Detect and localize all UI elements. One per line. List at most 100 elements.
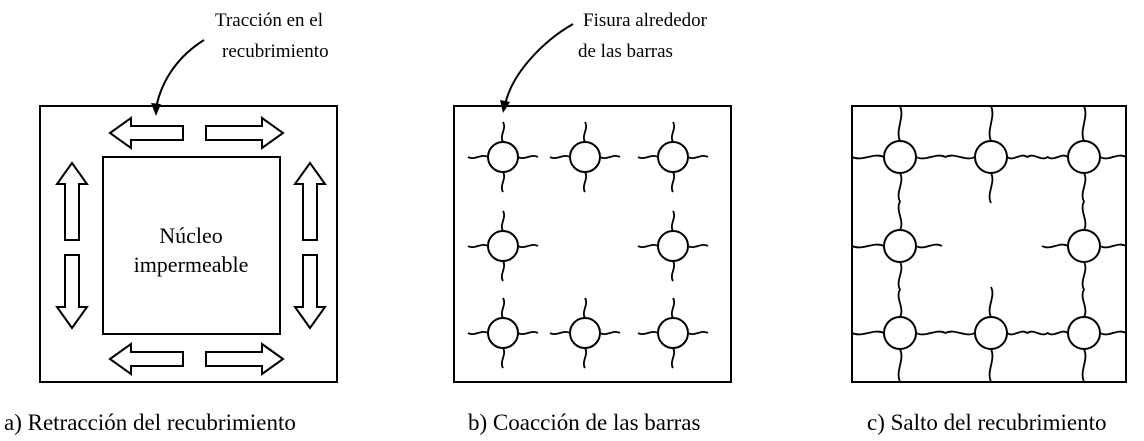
tension-arrow-down — [55, 254, 89, 330]
rebar-circle — [974, 140, 1008, 174]
core-label-line1: Núcleo — [159, 223, 223, 248]
crack-line — [687, 154, 709, 160]
crack-line — [500, 210, 506, 232]
crack-line — [1081, 261, 1087, 318]
crack-line — [670, 260, 676, 282]
rebar-circle — [487, 230, 519, 262]
crack-line — [670, 210, 676, 232]
caption-a: a) Retracción del recubrimiento — [4, 410, 296, 435]
crack-line — [467, 154, 489, 160]
tension-arrow-up — [55, 161, 89, 241]
section-outline-a — [39, 105, 338, 383]
crack-line — [687, 330, 709, 336]
core-label-line2: impermeable — [134, 252, 249, 277]
crack-line — [851, 154, 885, 160]
crack-line — [851, 243, 885, 249]
rebar-circle — [487, 317, 519, 349]
crack-line — [582, 297, 588, 319]
rebar-circle — [883, 316, 917, 350]
crack-line — [1081, 105, 1087, 142]
crack-line — [988, 348, 994, 383]
crack-line — [1081, 172, 1087, 231]
section-outline-c — [851, 105, 1127, 383]
crack-line — [915, 243, 943, 249]
crack-line — [915, 330, 976, 336]
crack-line — [549, 154, 571, 160]
leader-arrowhead-b — [500, 100, 510, 113]
crack-line — [897, 261, 903, 318]
crack-line — [500, 347, 506, 369]
crack-line — [599, 154, 621, 160]
tension-arrow-left — [108, 116, 184, 150]
rebar-group-b — [467, 121, 709, 369]
crack-network-c — [851, 105, 1127, 383]
annotation-leader-b — [504, 23, 574, 106]
crack-line — [851, 330, 885, 336]
tension-arrow-up — [293, 161, 327, 241]
crack-line — [549, 330, 571, 336]
crack-line — [897, 105, 903, 142]
tension-arrow-left — [108, 342, 184, 376]
panel-c: c) Salto del recubrimiento — [851, 105, 1127, 435]
annotation-b-line2: de las barras — [578, 41, 673, 62]
crack-line — [517, 330, 539, 336]
crack-line — [500, 297, 506, 319]
crack-line — [670, 171, 676, 193]
crack-line — [1081, 348, 1087, 383]
crack-line — [637, 330, 659, 336]
rebar-circle — [569, 141, 601, 173]
crack-line — [988, 105, 994, 142]
tension-arrow-right — [205, 116, 285, 150]
crack-line — [915, 154, 976, 160]
crack-line — [500, 171, 506, 193]
crack-line — [1041, 243, 1069, 249]
crack-line — [517, 243, 539, 249]
crack-line — [517, 154, 539, 160]
rebar-circle — [657, 230, 689, 262]
rebar-circle — [883, 229, 917, 263]
annotation-a-line2: recubrimiento — [222, 41, 329, 62]
crack-line — [988, 286, 994, 318]
rebar-circle — [657, 141, 689, 173]
crack-line — [670, 121, 676, 143]
crack-line — [687, 243, 709, 249]
crack-line — [582, 347, 588, 369]
rebar-circle — [1067, 316, 1101, 350]
rebar-circle — [657, 317, 689, 349]
crack-line — [582, 121, 588, 143]
crack-line — [1099, 154, 1127, 160]
crack-line — [582, 171, 588, 193]
section-outline-b — [453, 105, 732, 383]
rebar-circle — [1067, 140, 1101, 174]
crack-line — [637, 154, 659, 160]
crack-line — [500, 260, 506, 282]
annotation-leader-a — [155, 39, 205, 109]
crack-line — [599, 330, 621, 336]
annotation-b-line1: Fisura alrededor — [583, 10, 708, 31]
caption-c: c) Salto del recubrimiento — [867, 410, 1107, 435]
rebar-circle — [487, 141, 519, 173]
tension-arrow-right — [205, 342, 285, 376]
crack-line — [1099, 243, 1127, 249]
rebar-circle — [974, 316, 1008, 350]
panel-a: Núcleo impermeable Tracción en el recubr… — [4, 10, 338, 435]
crack-line — [637, 243, 659, 249]
crack-line — [1099, 330, 1127, 336]
crack-line — [1006, 154, 1069, 160]
crack-line — [467, 330, 489, 336]
crack-line — [897, 348, 903, 383]
rebar-group-c — [883, 140, 1101, 350]
tension-arrow-down — [293, 254, 327, 330]
caption-b: b) Coacción de las barras — [468, 410, 701, 435]
panel-b: Fisura alrededor de las barras b) Coacci… — [453, 10, 732, 435]
rebar-circle — [883, 140, 917, 174]
annotation-a-line1: Tracción en el — [215, 10, 323, 31]
crack-line — [897, 172, 903, 231]
crack-line — [500, 121, 506, 143]
crack-line — [670, 347, 676, 369]
leader-arrowhead-a — [151, 103, 161, 116]
crack-line — [988, 172, 994, 204]
rebar-circle — [569, 317, 601, 349]
crack-line — [670, 297, 676, 319]
